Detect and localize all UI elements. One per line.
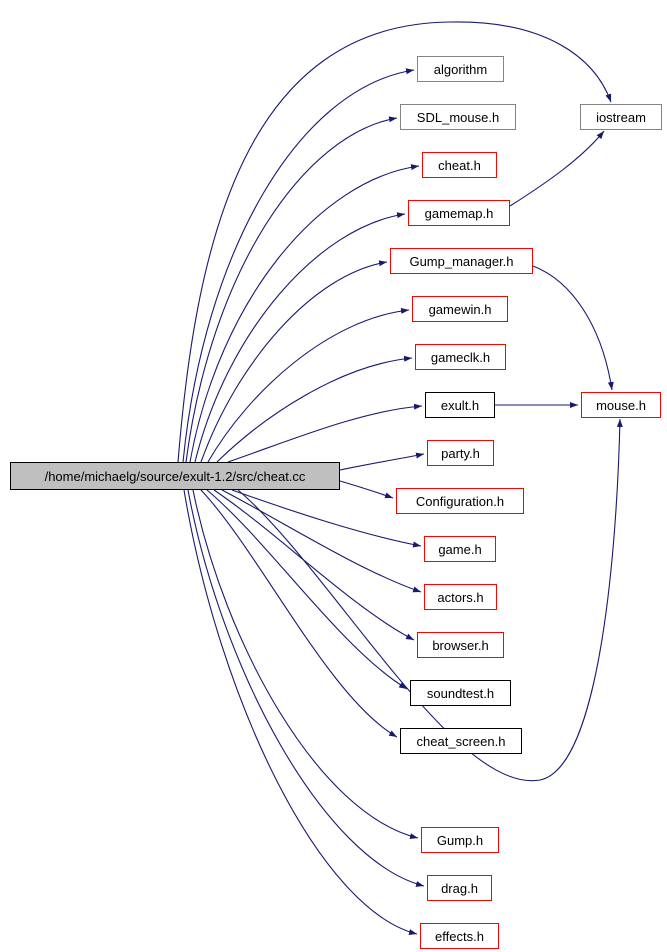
node-browser_h[interactable]: browser.h <box>417 632 504 658</box>
node-gump_h[interactable]: Gump.h <box>421 827 499 853</box>
edge-cheat_cc-to-gameclk_h <box>216 355 413 463</box>
edge-cheat_cc-to-gamewin_h <box>207 307 410 463</box>
node-gamewin_h[interactable]: gamewin.h <box>412 296 508 322</box>
edge-gamemap_h-to-iostream <box>509 130 605 207</box>
node-soundtest_h: soundtest.h <box>410 680 511 706</box>
node-cheat_cc: /home/michaelg/source/exult-1.2/src/chea… <box>10 462 340 490</box>
node-cheat_h[interactable]: cheat.h <box>422 152 497 178</box>
node-effects_h[interactable]: effects.h <box>420 923 499 949</box>
node-gump_manager_h[interactable]: Gump_manager.h <box>390 248 533 274</box>
node-drag_h[interactable]: drag.h <box>427 875 492 901</box>
edge-cheat_cc-to-drag_h <box>187 489 425 887</box>
node-game_h[interactable]: game.h <box>424 536 496 562</box>
edge-cheat_cc-to-exult_h <box>227 403 423 463</box>
node-mouse_h[interactable]: mouse.h <box>581 392 661 418</box>
node-algorithm: algorithm <box>417 56 504 82</box>
edge-cheat_cc-to-mouse_h <box>237 418 623 782</box>
edge-gump_manager_h-to-mouse_h <box>532 265 614 391</box>
node-actors_h[interactable]: actors.h <box>424 584 497 610</box>
edge-cheat_cc-to-configuration_h <box>339 480 394 499</box>
edge-cheat_cc-to-effects_h <box>183 489 418 935</box>
node-gameclk_h[interactable]: gameclk.h <box>415 344 506 370</box>
edge-cheat_cc-to-browser_h <box>213 489 415 641</box>
edge-cheat_cc-to-soundtest_h <box>206 489 408 690</box>
node-configuration_h[interactable]: Configuration.h <box>396 488 524 514</box>
node-exult_h: exult.h <box>425 392 495 418</box>
node-party_h[interactable]: party.h <box>427 440 494 466</box>
edge-cheat_cc-to-cheat_screen_h <box>200 489 398 738</box>
edge-cheat_cc-to-gump_manager_h <box>200 260 388 463</box>
edge-cheat_cc-to-party_h <box>339 452 425 471</box>
edge-cheat_cc-to-iostream <box>177 21 612 463</box>
edge-cheat_cc-to-cheat_h <box>189 164 420 463</box>
node-cheat_screen_h: cheat_screen.h <box>400 728 522 754</box>
edge-cheat_cc-to-gump_h <box>192 489 419 840</box>
node-gamemap_h[interactable]: gamemap.h <box>408 200 510 226</box>
edge-cheat_cc-to-sdl_mouse_h <box>185 116 398 463</box>
edge-cheat_cc-to-algorithm <box>182 68 415 463</box>
node-sdl_mouse_h: SDL_mouse.h <box>400 104 516 130</box>
edge-cheat_cc-to-game_h <box>231 489 422 548</box>
edge-cheat_cc-to-gamemap_h <box>194 212 406 463</box>
edge-cheat_cc-to-actors_h <box>221 489 422 593</box>
node-iostream: iostream <box>580 104 662 130</box>
